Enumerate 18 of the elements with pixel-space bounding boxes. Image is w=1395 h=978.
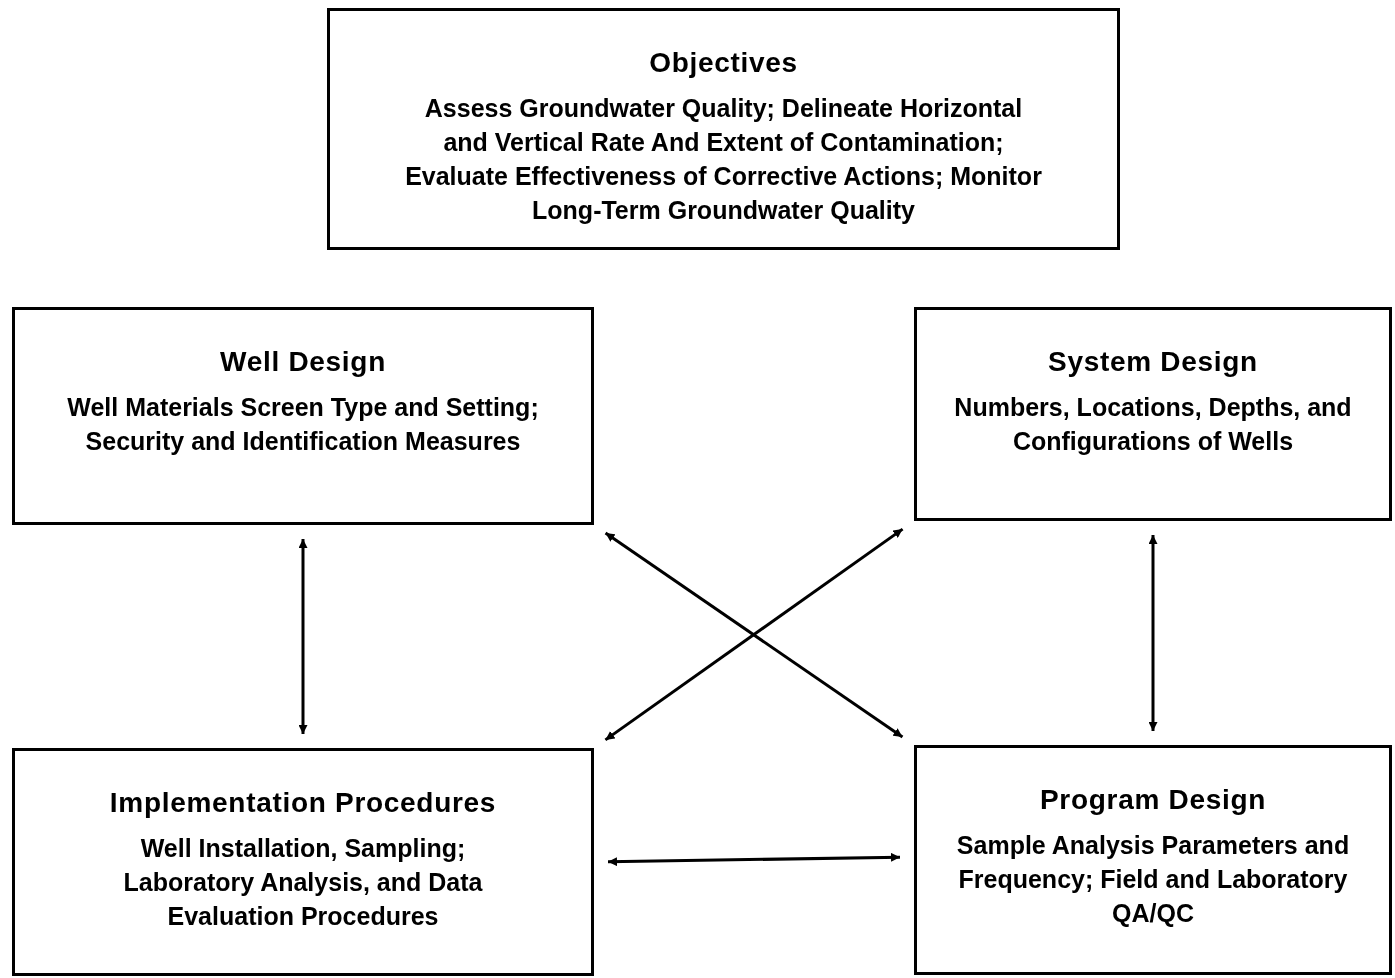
process-box	[327, 8, 1120, 250]
box-text: Sample Analysis Parameters and Frequency; Field and Laboratory QA/QC	[955, 830, 1351, 929]
process-box	[914, 307, 1392, 521]
process-box	[12, 748, 594, 976]
box-heading: Program Design	[1039, 784, 1267, 816]
box-text: Well Materials Screen Type and Setting; Security and Identification Measures	[66, 392, 540, 457]
process-box	[914, 745, 1392, 975]
double-arrow	[1148, 535, 1158, 731]
box-heading: Well Design	[220, 346, 386, 378]
box-text: Well Installation, Sampling; Laboratory Analysis, and Data Evaluation Procedures	[122, 833, 484, 932]
box-heading: Implementation Procedures	[109, 787, 497, 819]
double-arrow	[607, 852, 901, 867]
box-heading: System Design	[1048, 346, 1258, 378]
box-text: Assess Groundwater Quality; Delineate Horizontal and Vertical Rate And Extent of Contamination; Evaluate Effectiveness of Corrective Actions; Monitor Long-Term Groundwater Quality	[404, 93, 1043, 226]
double-arrow	[298, 539, 308, 734]
box-text: Numbers, Locations, Depths, and Configurations of Wells	[953, 392, 1353, 457]
box-heading: Objectives	[649, 47, 798, 79]
process-box	[12, 307, 594, 525]
